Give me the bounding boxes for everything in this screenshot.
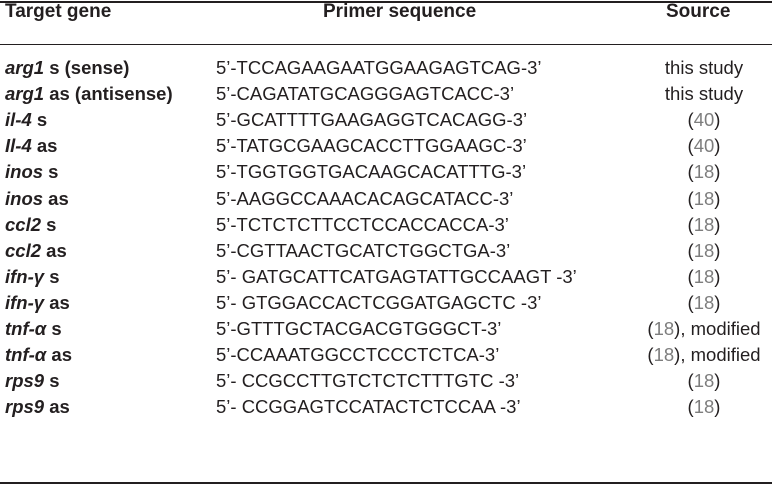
reference-link[interactable]: 18 — [693, 161, 715, 183]
reference-link[interactable]: 18 — [693, 396, 715, 418]
primer-sequence-cell: 5’- CCGCCTTGTCTCTCTTTGTC -3’ — [216, 370, 520, 392]
gene-name: tnf-α — [5, 344, 47, 366]
table-row: ifn-γ s 5’- GATGCATTCATGAGTATTGCCAAGT -3’… — [0, 264, 772, 290]
header-target-gene: Target gene — [5, 1, 112, 22]
primer-sequence-cell: 5’-TCTCTCTTCCTCCACCACCA-3’ — [216, 213, 509, 235]
gene-cell: rps9 s — [5, 368, 60, 394]
header-source: Source — [666, 1, 731, 22]
primer-sequence-cell: 5’- CCGGAGTCCATACTCTCCAA -3’ — [216, 396, 521, 418]
reference-link[interactable]: 18 — [693, 370, 715, 392]
primer-sequence-cell: 5’- GTGGACCACTCGGATGAGCTC -3’ — [216, 291, 542, 313]
table-row: arg1 s (sense) 5’-TCCAGAAGAATGGAAGAGTCAG-… — [0, 55, 772, 81]
source-text: this study — [664, 57, 744, 78]
reference-link[interactable]: 18 — [693, 239, 715, 261]
reference-link[interactable]: 18 — [693, 265, 715, 287]
source-text: , modified — [680, 344, 761, 366]
gene-name: Il-4 — [5, 135, 32, 157]
gene-cell: Il-4 as — [5, 133, 57, 159]
gene-name: rps9 — [5, 370, 45, 392]
reference-link[interactable]: 18 — [693, 213, 715, 235]
primer-sequence-cell: 5’-AAGGCCAAACACAGCATACC-3’ — [216, 187, 514, 209]
primer-sequence-cell: 5’-GTTTGCTACGACGTGGGCT-3’ — [216, 318, 502, 339]
primer-sequence-cell: 5’-TATGCGAAGCACCTTGGAAGC-3’ — [216, 135, 527, 157]
header-primer-sequence: Primer sequence — [323, 1, 477, 22]
reference-link[interactable]: 18 — [653, 344, 675, 366]
gene-name: inos — [5, 161, 44, 183]
gene-cell: ccl2 s — [5, 212, 56, 238]
gene-suffix: s — [44, 370, 60, 392]
reference-link[interactable]: 40 — [693, 109, 715, 131]
reference-link[interactable]: 18 — [653, 318, 675, 339]
gene-cell: tnf-α as — [5, 342, 72, 368]
gene-suffix: s (sense) — [44, 57, 130, 78]
reference-link[interactable]: 18 — [693, 291, 715, 313]
gene-suffix: as — [46, 344, 72, 366]
gene-suffix: s — [46, 318, 62, 339]
primer-sequence-cell: 5’-CGTTAACTGCATCTGGCTGA-3’ — [216, 239, 511, 261]
gene-cell: ifn-γ s — [5, 264, 60, 290]
bottom-rule — [0, 482, 772, 484]
gene-cell: il-4 s — [5, 107, 47, 133]
gene-name: rps9 — [5, 396, 45, 418]
primer-sequence-cell: 5’-TCCAGAAGAATGGAAGAGTCAG-3’ — [216, 57, 542, 78]
header-rule — [0, 44, 772, 45]
primer-sequence-cell: 5’-TGGTGGTGACAAGCACATTTG-3’ — [216, 161, 527, 183]
gene-name: tnf-α — [5, 318, 47, 339]
primer-sequence-cell: 5’- GATGCATTCATGAGTATTGCCAAGT -3’ — [216, 265, 577, 287]
top-rule — [0, 1, 772, 3]
primer-sequence-cell: 5’-GCATTTTGAAGAGGTCACAGG-3’ — [216, 109, 528, 131]
gene-suffix: s — [43, 161, 59, 183]
gene-name: ccl2 — [5, 239, 42, 261]
gene-cell: ifn-γ as — [5, 290, 70, 316]
gene-suffix: as (antisense) — [44, 83, 173, 105]
gene-suffix: s — [41, 213, 57, 235]
gene-cell: arg1 s (sense) — [5, 55, 129, 81]
gene-suffix: as — [43, 187, 69, 209]
gene-cell: arg1 as (antisense) — [5, 81, 173, 107]
gene-name: arg1 — [5, 57, 45, 78]
gene-cell: tnf-α s — [5, 316, 62, 342]
source-text: this study — [664, 83, 744, 105]
primer-sequence-cell: 5’-CAGATATGCAGGGAGTCACC-3’ — [216, 83, 515, 105]
reference-link[interactable]: 18 — [693, 187, 715, 209]
gene-cell: inos s — [5, 159, 58, 185]
gene-suffix: as — [44, 396, 70, 418]
gene-suffix: as — [44, 291, 70, 313]
gene-name: arg1 — [5, 83, 45, 105]
gene-suffix: as — [41, 239, 67, 261]
gene-name: ifn-γ — [5, 291, 45, 313]
table-row: arg1 as (antisense) 5’-CAGATATGCAGGGAGTCA… — [0, 81, 772, 107]
gene-suffix: s — [44, 265, 60, 287]
gene-name: ifn-γ — [5, 265, 45, 287]
gene-name: inos — [5, 187, 44, 209]
reference-link[interactable]: 40 — [693, 135, 715, 157]
gene-name: il-4 — [5, 109, 32, 131]
gene-cell: rps9 as — [5, 394, 70, 420]
gene-cell: inos as — [5, 186, 69, 212]
source-text: , modified — [680, 318, 761, 339]
primer-sequence-cell: 5’-CCAAATGGCCTCCCTCTCA-3’ — [216, 344, 500, 366]
gene-suffix: s — [31, 109, 48, 131]
gene-cell: ccl2 as — [5, 238, 67, 264]
gene-name: ccl2 — [5, 213, 42, 235]
gene-suffix: as — [31, 135, 58, 157]
